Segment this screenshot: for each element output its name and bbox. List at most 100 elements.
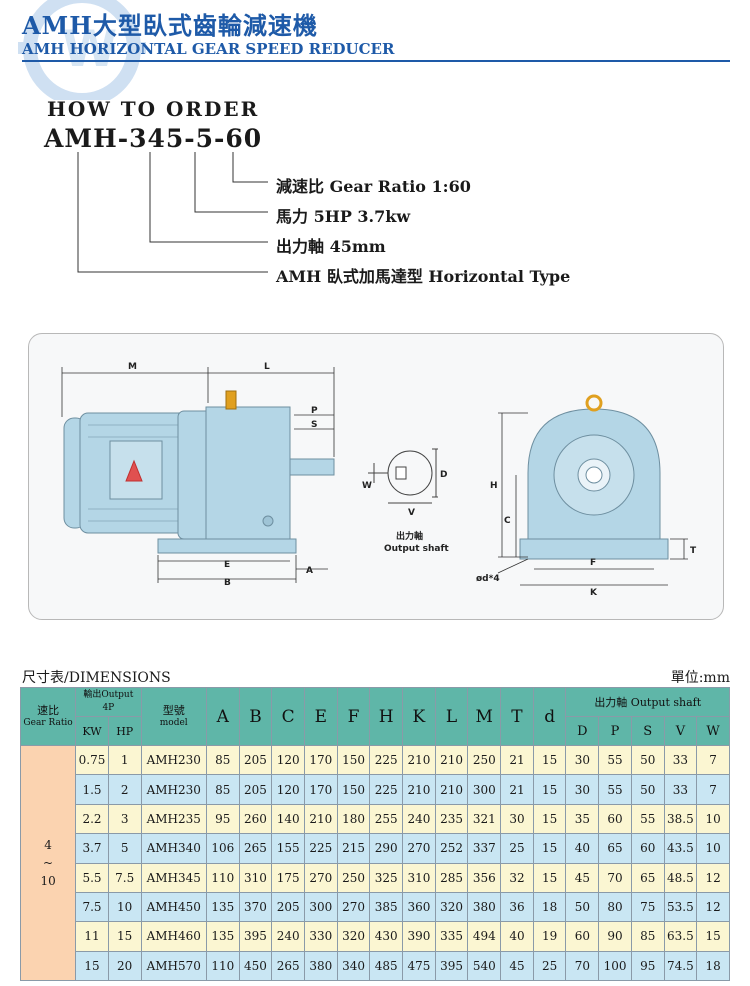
table-cell: 265 [271,950,305,982]
table-cell: 30 [500,803,534,835]
table-cell: 494 [467,921,502,952]
table-cell: 250 [336,862,371,893]
table-cell: 30 [565,774,600,805]
table-cell: 320 [434,891,469,923]
table-cell: 485 [369,950,404,982]
dim-label-f: F [590,558,596,568]
table-cell: 25 [500,833,534,864]
table-cell: 85 [205,774,240,805]
table-cell: 70 [565,950,600,982]
order-line-horsepower: 馬力 5HP 3.7kw [276,207,411,226]
table-cell: 43.5 [663,833,698,864]
table-cell: 7.5 [107,862,142,893]
table-cell: AMH235 [140,803,207,835]
header-col-f: F [336,687,371,746]
table-cell: 215 [336,833,371,864]
header-col-a: A [205,687,240,746]
table-cell: 21 [500,744,534,776]
table-cell: 380 [467,891,502,923]
table-cell: 15 [532,744,567,776]
header-hp: HP [107,716,142,746]
table-cell: 90 [598,921,632,952]
table-cell: 53.5 [663,891,698,923]
table-cell: 10 [696,833,730,864]
header-shaft-d: D [565,716,600,746]
dim-label-a: A [306,566,313,576]
reducer-dimension-drawing: M L P S E B A W D V 出力軸 Output shaft H C… [61,362,697,598]
table-cell: 10 [696,803,730,835]
table-cell: 240 [402,803,436,835]
header-gear-ratio-en: Gear Ratio [23,717,73,728]
table-cell: 45 [500,950,534,982]
table-cell: 325 [369,862,404,893]
table-cell: 205 [271,891,305,923]
table-cell: 225 [303,833,338,864]
table-cell: 20 [107,950,142,982]
table-cell: 15 [532,833,567,864]
table-cell: 321 [467,803,502,835]
table-cell: 95 [205,803,240,835]
header-model-cn: 型號 [162,703,185,717]
table-cell: 265 [238,833,273,864]
table-cell: 3 [107,803,142,835]
table-cell: 335 [434,921,469,952]
table-cell: 390 [402,921,436,952]
table-cell: AMH230 [140,744,207,776]
table-cell: 65 [630,862,665,893]
dim-label-w: W [362,481,372,491]
dimensions-table: 速比 Gear Ratio 輸出Output 4P 型號 model A B C… [19,687,730,982]
table-cell: 300 [303,891,338,923]
header-gear-ratio-cn: 速比 [37,703,60,717]
table-cell: 225 [369,774,404,805]
table-cell: 380 [303,950,338,982]
table-cell: 38.5 [663,803,698,835]
table-cell: 33 [663,744,698,776]
table-cell: 40 [565,833,600,864]
table-cell: 18 [696,950,730,982]
company-logo-gear-icon: W [18,0,146,100]
header-col-t: T [500,687,534,746]
table-cell: 55 [630,803,665,835]
table-cell: 5 [107,833,142,864]
table-cell: 360 [402,891,436,923]
table-cell: 175 [271,862,305,893]
table-cell: 7.5 [75,891,109,923]
order-code-leader-lines [77,152,268,273]
table-cell: 1 [107,744,142,776]
table-cell: 7 [696,744,730,776]
header-col-b: B [238,687,273,746]
table-cell: AMH340 [140,833,207,864]
table-cell: 240 [271,921,305,952]
table-cell: 15 [107,921,142,952]
table-cell: 120 [271,744,305,776]
table-cell: 60 [630,833,665,864]
table-cell: 5.5 [75,862,109,893]
dim-label-p: P [311,406,318,416]
header-col-k: K [402,687,436,746]
unit-label: 單位:mm [670,670,730,686]
table-cell: 75 [630,891,665,923]
table-cell: 370 [238,891,273,923]
dim-label-e: E [224,560,230,570]
table-cell: 0.75 [75,744,109,776]
table-cell: 210 [434,744,469,776]
table-cell: 100 [598,950,632,982]
table-cell: 25 [532,950,567,982]
table-cell: 252 [434,833,469,864]
gear-ratio-from: 4 [44,838,52,852]
table-cell: 19 [532,921,567,952]
header-col-h: H [369,687,404,746]
dim-label-d: D [440,470,447,480]
dim-label-t: T [690,546,697,556]
table-cell: 210 [402,774,436,805]
table-cell: 36 [500,891,534,923]
table-cell: 356 [467,862,502,893]
table-cell: 310 [238,862,273,893]
order-line-type: AMH 臥式加馬達型 Horizontal Type [276,267,571,286]
table-cell: 11 [75,921,109,952]
table-cell: 205 [238,744,273,776]
dim-label-m: M [128,362,137,372]
